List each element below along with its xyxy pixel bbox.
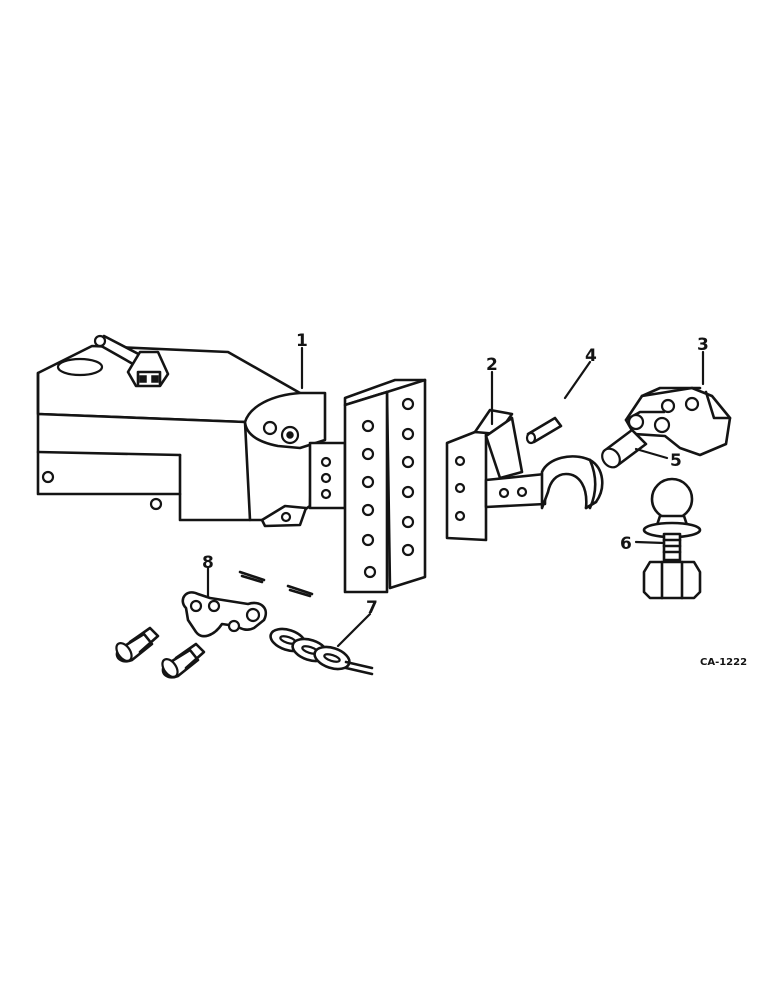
part-3-latch	[624, 386, 732, 457]
callout-2: 2	[486, 355, 498, 375]
drawing-code: CA-1222	[700, 657, 747, 668]
part-6-hitch-ball	[642, 477, 702, 600]
part-4-pin	[525, 416, 563, 445]
part-1-channel-bracket	[343, 378, 427, 594]
callout-1: 1	[296, 331, 308, 351]
part-7-safety-chain	[269, 627, 374, 676]
part-5-pin	[601, 428, 648, 469]
callout-labels: 1 2 3 4 5 6 7 8	[202, 331, 709, 618]
callout-8: 8	[202, 553, 214, 573]
callout-6: 6	[620, 534, 632, 554]
part-8-clevis-assembly	[115, 570, 314, 679]
callout-7: 7	[366, 598, 378, 618]
leader-lines	[206, 346, 705, 648]
part-1-hitch-tube	[36, 334, 347, 528]
callout-5: 5	[670, 451, 682, 471]
callout-3: 3	[697, 335, 709, 355]
callout-4: 4	[585, 346, 597, 366]
part-2-hook-bracket	[445, 408, 604, 542]
